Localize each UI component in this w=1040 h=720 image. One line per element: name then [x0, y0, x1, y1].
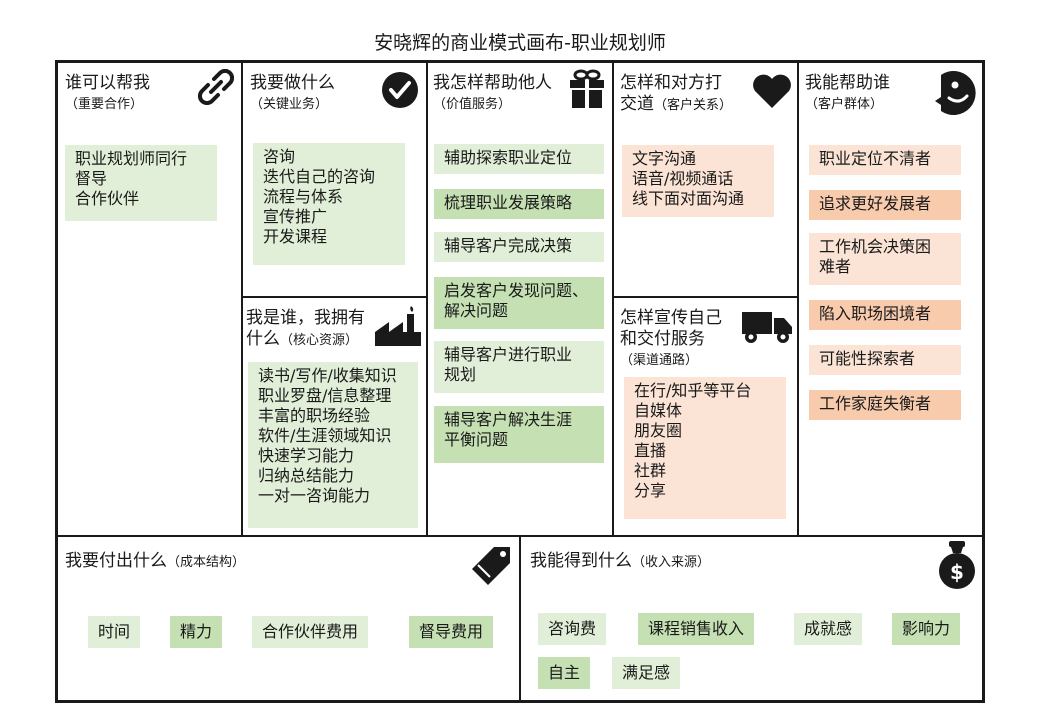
price-tag-icon	[472, 547, 510, 585]
money-bag-icon: $	[939, 541, 975, 589]
key-partners-subtitle: （重要合作）	[65, 97, 144, 112]
key-partners-section: 谁可以帮我 （重要合作） 职业规划师同行 督导 合作伙伴	[58, 63, 241, 535]
customer-relationships-section: 怎样和对方打 交道（客户关系） 文字沟通 语音/视频通话 线下面对面沟通	[614, 63, 797, 296]
channels-section: 怎样宣传自己 和交付服务 （渠道通路） 在行/知乎等平台 自媒体 朋友圈 直播 …	[614, 298, 797, 535]
truck-icon	[742, 312, 792, 343]
value-item: 启发客户发现问题、 解决问题	[434, 277, 604, 329]
revenue-streams-section: 我能得到什么（收入来源） $ 咨询费 课程销售收入 成就感 影响力 自主 满足感	[521, 537, 982, 700]
divider	[612, 296, 799, 298]
channels-items: 在行/知乎等平台 自媒体 朋友圈 直播 社群 分享	[624, 377, 786, 519]
customer-segments-title: 我能帮助谁	[805, 73, 890, 93]
key-activities-title: 我要做什么	[250, 73, 335, 93]
value-item: 辅导客户进行职业 规划	[434, 341, 604, 393]
segment-item: 职业定位不清者	[809, 145, 961, 175]
revenue-streams-subtitle: （收入来源）	[632, 555, 711, 570]
value-item: 辅导客户完成决策	[434, 232, 604, 262]
revenue-item: 课程销售收入	[638, 613, 755, 645]
key-resources-subtitle: （核心资源）	[280, 333, 359, 348]
key-activities-subtitle: （关键业务）	[250, 97, 329, 112]
link-icon	[198, 69, 234, 105]
cost-item: 精力	[170, 616, 223, 648]
revenue-item: 影响力	[892, 613, 961, 645]
divider	[241, 296, 428, 298]
divider	[426, 63, 428, 535]
value-item: 梳理职业发展策略	[434, 189, 604, 219]
key-resources-title: 我是谁，我拥有	[246, 308, 365, 328]
customer-relationships-subtitle: （客户关系）	[654, 98, 733, 113]
customer-segments-section: 我能帮助谁 （客户群体） 职业定位不清者 追求更好发展者 工作机会决策困 难者 …	[799, 63, 982, 535]
value-item: 辅导客户解决生涯 平衡问题	[434, 406, 604, 463]
cost-item: 时间	[88, 616, 141, 648]
factory-icon	[375, 306, 421, 346]
divider	[797, 63, 799, 535]
key-resources-items: 读书/写作/收集知识 职业罗盘/信息整理 丰富的职场经验 软件/生涯领域知识 快…	[248, 362, 418, 528]
svg-text:$: $	[950, 560, 964, 584]
key-resources-title-line2: 什么	[246, 329, 280, 349]
customer-relationships-title: 怎样和对方打	[620, 73, 722, 93]
key-activities-items: 咨询 迭代自己的咨询 流程与体系 宣传推广 开发课程	[253, 143, 405, 265]
cost-item: 督导费用	[409, 616, 494, 648]
page-title: 安晓辉的商业模式画布-职业规划师	[374, 32, 666, 54]
divider	[241, 63, 243, 535]
key-partners-items: 职业规划师同行 督导 合作伙伴	[65, 145, 217, 221]
cost-structure-subtitle: （成本结构）	[167, 555, 246, 570]
segment-item: 追求更好发展者	[809, 190, 961, 220]
revenue-item: 满足感	[612, 657, 681, 689]
segment-item: 可能性探索者	[809, 345, 961, 375]
value-propositions-title: 我怎样帮助他人	[433, 73, 552, 93]
cost-structure-title: 我要付出什么	[65, 551, 167, 571]
key-partners-title: 谁可以帮我	[65, 73, 150, 93]
segment-item: 工作家庭失衡者	[809, 390, 961, 420]
checkmark-icon	[382, 72, 418, 108]
heart-icon	[753, 74, 791, 108]
customer-segments-subtitle: （客户群体）	[805, 97, 884, 112]
channels-title-line2: 和交付服务	[620, 329, 705, 349]
channels-subtitle: （渠道通路）	[620, 353, 699, 368]
value-propositions-section: 我怎样帮助他人 （价值服务） 辅助探索职业定位 梳理职业发展策略 辅导客户完成决…	[428, 63, 612, 535]
customer-relationships-title-line2: 交道	[620, 94, 654, 114]
revenue-streams-title: 我能得到什么	[530, 551, 632, 571]
value-item: 辅助探索职业定位	[434, 144, 604, 174]
cost-item: 合作伙伴费用	[252, 616, 369, 648]
revenue-item: 成就感	[794, 613, 863, 645]
segment-item: 工作机会决策困 难者	[809, 233, 961, 285]
gift-icon	[570, 69, 604, 108]
key-resources-section: 我是谁，我拥有 什么（核心资源） 读书/写作/收集知识 职业罗盘/信息整理 丰富…	[243, 298, 426, 535]
divider	[519, 535, 521, 700]
cost-structure-section: 我要付出什么（成本结构） 时间 精力 合作伙伴费用 督导费用	[58, 537, 519, 700]
divider	[612, 63, 614, 535]
customer-relationships-items: 文字沟通 语音/视频通话 线下面对面沟通	[622, 145, 774, 217]
business-model-canvas: 谁可以帮我 （重要合作） 职业规划师同行 督导 合作伙伴 我要做什么 （关键业务…	[55, 60, 985, 703]
segment-item: 陷入职场困境者	[809, 300, 961, 330]
channels-title: 怎样宣传自己	[620, 308, 722, 328]
face-icon	[935, 71, 976, 115]
value-propositions-subtitle: （价值服务）	[433, 97, 512, 112]
revenue-item: 咨询费	[538, 613, 607, 645]
key-activities-section: 我要做什么 （关键业务） 咨询 迭代自己的咨询 流程与体系 宣传推广 开发课程	[243, 63, 426, 296]
revenue-item: 自主	[538, 657, 591, 689]
